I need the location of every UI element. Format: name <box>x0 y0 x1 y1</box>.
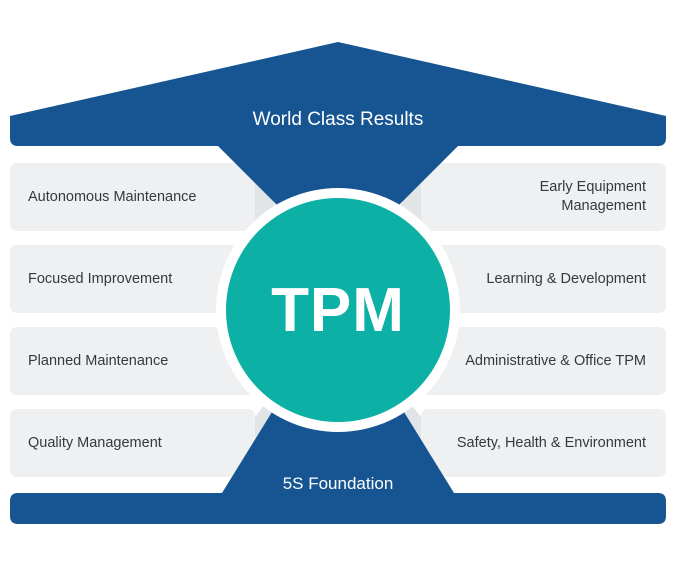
pillar-box-focused-improvement <box>10 245 255 313</box>
pillar-label-early-equipment-management: Early Equipment Management <box>539 179 646 214</box>
foundation-banner <box>10 412 666 524</box>
pillar-label-administrative-office-tpm: Administrative & Office TPM <box>465 352 646 369</box>
pillar-label-quality-management: Quality Management <box>28 434 162 451</box>
pillar-label-learning-development: Learning & Development <box>486 270 646 287</box>
pillar-box-early-equipment-management <box>421 163 666 231</box>
roof-label: World Class Results <box>252 109 424 130</box>
roof-banner <box>10 42 666 212</box>
pillar-box-administrative-office-tpm <box>421 327 666 395</box>
pillar-label-focused-improvement: Focused Improvement <box>28 270 173 287</box>
pillar-box-planned-maintenance <box>10 327 255 395</box>
foundation-label: 5S Foundation <box>282 474 394 493</box>
center-circle <box>226 198 450 422</box>
pillar-box-safety-health-environment <box>421 409 666 477</box>
pillar-label-planned-maintenance: Planned Maintenance <box>28 352 169 369</box>
pillar-box-quality-management <box>10 409 255 477</box>
center-label: TPM <box>271 275 405 345</box>
pillar-label-autonomous-maintenance: Autonomous Maintenance <box>28 188 197 205</box>
pillar-box-autonomous-maintenance <box>10 163 255 231</box>
pillar-box-learning-development <box>421 245 666 313</box>
pillar-label-safety-health-environment: Safety, Health & Environment <box>456 434 646 451</box>
